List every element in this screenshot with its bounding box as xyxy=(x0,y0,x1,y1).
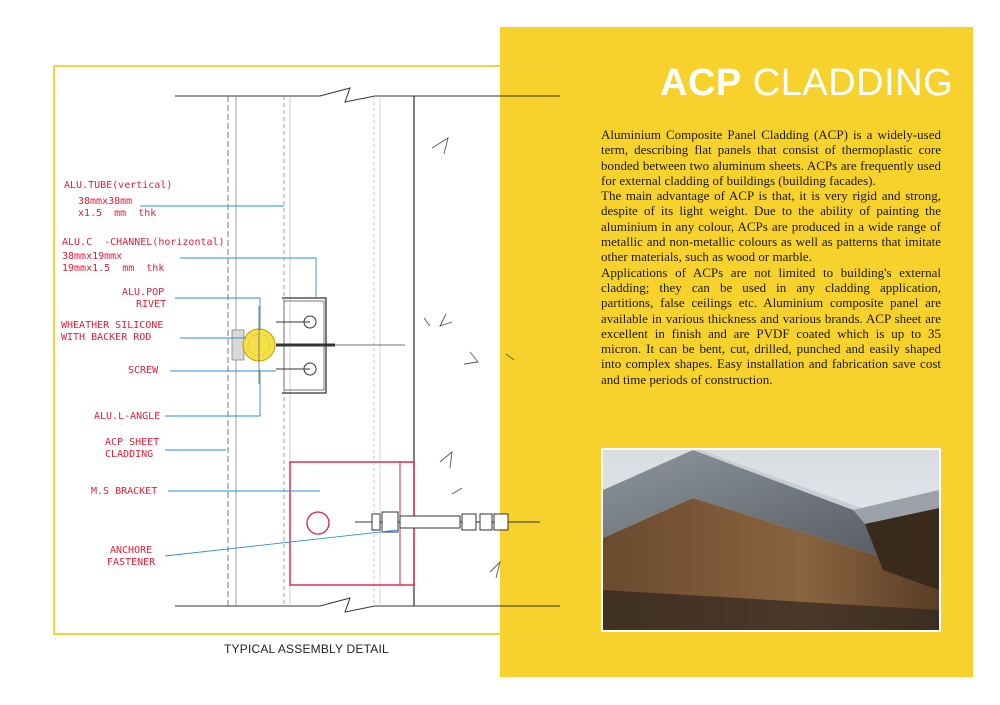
page-title: ACP CLADDING xyxy=(660,62,953,105)
diagram-caption: TYPICAL ASSEMBLY DETAIL xyxy=(224,642,389,656)
label-alu-tube-title: ALU.TUBE(vertical) xyxy=(64,180,173,191)
label-silicone-2: WITH BACKER ROD xyxy=(61,332,152,343)
label-alu-tube-size: 38mmx38mm xyxy=(78,196,133,207)
label-c-channel-title: ALU.C -CHANNEL(horizontal) xyxy=(62,237,225,248)
title-light: CLADDING xyxy=(752,62,954,104)
description-text: Aluminium Composite Panel Cladding (ACP)… xyxy=(601,127,941,387)
label-alu-tube-thk: x1.5 mm thk xyxy=(78,208,157,219)
label-ms-bracket: M.S BRACKET xyxy=(91,486,158,497)
top-break-line xyxy=(175,87,560,103)
label-pop-rivet-2: RIVET xyxy=(136,299,167,310)
label-silicone-1: WHEATHER SILICONE xyxy=(61,320,164,331)
title-bold: ACP xyxy=(660,62,742,104)
label-acp-sheet-1: ACP SHEET xyxy=(105,437,160,448)
label-c-channel-thk: 19mmx1.5 mm thk xyxy=(62,263,165,274)
label-anchor-1: ANCHORE xyxy=(110,545,153,556)
drawing-frame xyxy=(53,65,563,635)
label-acp-sheet-2: CLADDING xyxy=(105,449,154,460)
bottom-break-line xyxy=(175,597,560,613)
description-paragraph: The main advantage of ACP is that, it is… xyxy=(601,188,941,265)
label-pop-rivet-1: ALU.POP xyxy=(122,287,165,298)
description-paragraph: Aluminium Composite Panel Cladding (ACP)… xyxy=(601,127,941,188)
description-paragraph: Applications of ACPs are not limited to … xyxy=(601,264,941,387)
label-c-channel-size: 38mmx19mmx xyxy=(62,251,123,262)
label-l-angle: ALU.L-ANGLE xyxy=(94,411,161,422)
label-screw: SCREW xyxy=(128,365,159,376)
acp-building-photo xyxy=(601,448,941,632)
label-anchor-2: FASTENER xyxy=(107,557,156,568)
